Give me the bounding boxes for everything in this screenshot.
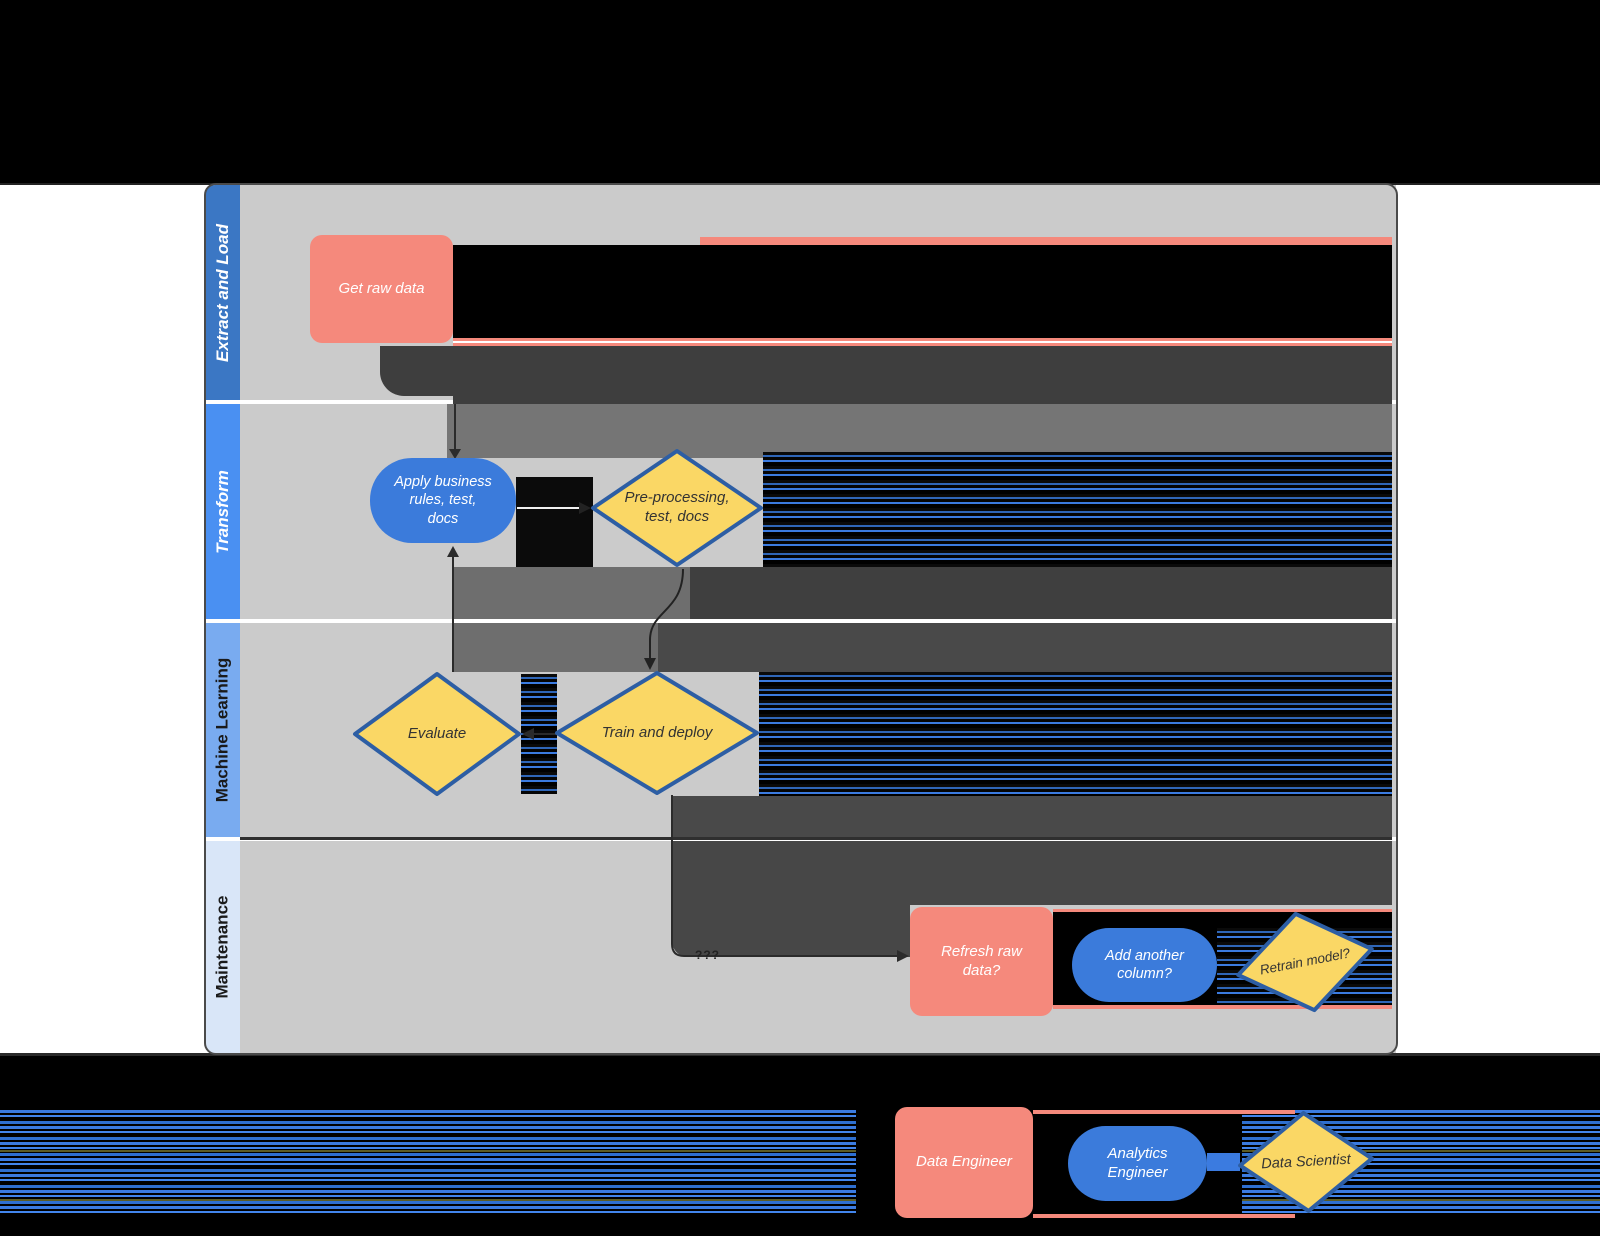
artifact-salmon-line-legend-top — [1033, 1110, 1295, 1114]
node-add-another-column-label: Add another column? — [1104, 947, 1184, 982]
artifact-stripes-between-diamonds — [521, 674, 557, 794]
artifact-gray-band-ml-top-left — [453, 623, 658, 672]
diamond-shape — [591, 449, 763, 567]
artifact-blue-smear-legend — [1207, 1153, 1240, 1171]
artifact-salmon-smear-top — [700, 237, 1392, 245]
artifact-dark-band-elbow — [380, 346, 455, 396]
legend-analytics-engineer-label: Analytics Engineer — [1107, 1144, 1168, 1181]
artifact-salmon-line-maintenance-top — [1053, 909, 1392, 913]
node-add-another-column[interactable]: Add another column? — [1072, 928, 1217, 1002]
artifact-stripes-right-of-preprocessing — [763, 452, 1392, 567]
connector-label-unknown-trigger: ??? — [695, 948, 720, 962]
node-get-raw-data-label: Get raw data — [338, 279, 425, 297]
lane-label-maintenance: Maintenance — [212, 895, 232, 999]
artifact-salmon-line-legend-bottom — [1033, 1214, 1295, 1218]
lane-header-transform[interactable]: Transform — [205, 404, 240, 619]
node-retrain-model[interactable]: Retrain model? — [1224, 896, 1386, 1028]
node-pre-processing[interactable]: Pre-processing, test, docs — [589, 447, 765, 569]
node-train-and-deploy-label: Train and deploy — [601, 723, 713, 741]
artifact-gray-band-transform-bottom-left — [453, 567, 690, 619]
node-refresh-raw-data-label: Refresh raw data? — [941, 942, 1022, 979]
node-evaluate-label: Evaluate — [407, 724, 467, 742]
diamond-shape — [555, 671, 759, 795]
legend-data-engineer-label: Data Engineer — [916, 1153, 1012, 1171]
legend-data-engineer[interactable]: Data Engineer — [895, 1107, 1033, 1218]
artifact-dark-band-maintenance-top — [672, 841, 1392, 905]
lane-header-extract-and-load[interactable]: Extract and Load — [205, 185, 240, 400]
lane-header-maintenance[interactable]: Maintenance — [205, 841, 240, 1053]
diamond-shape — [1236, 911, 1374, 1013]
node-evaluate[interactable]: Evaluate — [351, 670, 523, 798]
artifact-stripes-right-of-train — [759, 672, 1392, 796]
artifact-black-gap-ellipse-diamond — [516, 477, 593, 567]
artifact-olive-line-1 — [0, 1150, 1600, 1152]
node-apply-business-rules-label: Apply business rules, test, docs — [394, 474, 492, 527]
legend-data-scientist-label: Data Scientist — [1260, 1151, 1352, 1173]
artifact-dark-band-transform-bottom-right — [690, 567, 1392, 619]
artifact-dark-lane-boundary-line — [240, 837, 1392, 840]
node-train-and-deploy[interactable]: Train and deploy — [553, 669, 761, 797]
artifact-dark-band-lane1-bottom — [453, 346, 1392, 404]
diamond-shape — [1238, 1111, 1374, 1213]
artifact-salmon-smear-bottom — [453, 338, 1392, 346]
lane-label-machine-learning: Machine Learning — [212, 657, 232, 803]
legend-analytics-engineer[interactable]: Analytics Engineer — [1068, 1126, 1207, 1201]
lane-label-extract-and-load: Extract and Load — [212, 223, 232, 362]
node-get-raw-data[interactable]: Get raw data — [310, 235, 453, 343]
artifact-gray-band-transform-top — [447, 404, 1392, 458]
artifact-dark-band-ml-bottom — [672, 796, 1392, 837]
sheet-bottom-border — [0, 1053, 1600, 1056]
lane-label-transform: Transform — [212, 469, 232, 554]
artifact-black-band-lane1 — [453, 245, 1392, 338]
node-apply-business-rules[interactable]: Apply business rules, test, docs — [370, 458, 516, 543]
diamond-shape — [353, 672, 521, 796]
lane-header-machine-learning[interactable]: Machine Learning — [205, 623, 240, 837]
artifact-salmon-line-maintenance-bottom — [1053, 1005, 1392, 1009]
legend-data-scientist[interactable]: Data Scientist — [1233, 1105, 1378, 1218]
artifact-olive-line-2 — [0, 1199, 1600, 1201]
node-pre-processing-label: Pre-processing, test, docs — [624, 489, 730, 525]
artifact-dark-band-ml-top-right — [658, 623, 1392, 672]
node-refresh-raw-data[interactable]: Refresh raw data? — [910, 907, 1053, 1016]
